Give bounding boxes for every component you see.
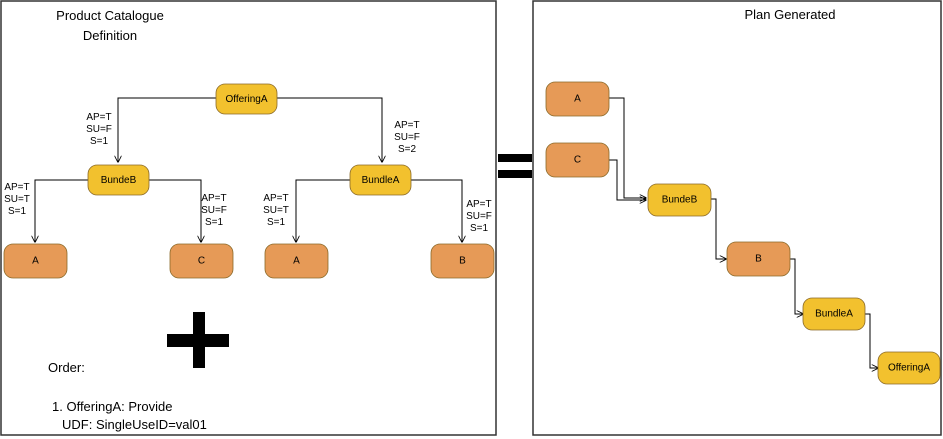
edge-label-line: S=1 (267, 217, 286, 228)
node-bundleA-label: BundleA (362, 175, 400, 186)
svg-text:AP=TSU=FS=1: AP=TSU=FS=1 (86, 112, 112, 147)
edge-label-line: SU=T (4, 194, 30, 205)
edge-label-line: AP=T (4, 182, 29, 193)
plus-icon (167, 312, 229, 368)
plan-edge-bundleA-offeringA (865, 313, 878, 368)
svg-text:AP=TSU=FS=1: AP=TSU=FS=1 (201, 193, 227, 228)
order-label: Order: (48, 360, 85, 375)
plan-node-offeringA-label: OfferingA (888, 363, 930, 374)
svg-text:AP=TSU=FS=1: AP=TSU=FS=1 (466, 199, 492, 234)
plan-node-a-label: A (574, 94, 581, 105)
edge-label-line: SU=T (263, 205, 289, 216)
node-a-left (3, 243, 68, 279)
plan-node-c-label: C (574, 155, 581, 166)
plan-node-b (726, 241, 791, 277)
edge-offeringA-bundleA (277, 97, 382, 162)
node-bundleA (349, 164, 412, 196)
right-title: Plan Generated (744, 7, 835, 22)
edge-label-line: S=2 (398, 144, 417, 155)
order-line2: UDF: SingleUseID=val01 (62, 417, 207, 432)
edge-bundeB-c (149, 179, 201, 242)
plan-edges (609, 97, 878, 368)
node-a-right-label: A (293, 256, 300, 267)
edge-label-line: AP=T (394, 120, 419, 131)
edge-label-line: SU=F (86, 124, 112, 135)
left-title-line2: Definition (83, 28, 137, 43)
svg-text:AP=TSU=TS=1: AP=TSU=TS=1 (263, 193, 289, 228)
node-a-left-label: A (32, 256, 39, 267)
node-bundeB-label: BundeB (101, 175, 137, 186)
edge-label-line: AP=T (201, 193, 226, 204)
plan-edge-a-bundeB (609, 97, 646, 198)
node-bundeB (87, 164, 150, 196)
edge-label-line: AP=T (263, 193, 288, 204)
svg-text:AP=TSU=FS=2: AP=TSU=FS=2 (394, 120, 420, 155)
node-c-label: C (198, 256, 205, 267)
edge-label-line: AP=T (86, 112, 111, 123)
edge-bundleA-b (411, 179, 462, 242)
edge-bundeB-a (35, 179, 88, 242)
plan-node-a (545, 81, 610, 117)
edge-label-line: S=1 (90, 136, 109, 147)
edge-label-line: SU=F (394, 132, 420, 143)
right-panel-border (532, 0, 942, 436)
plan-node-bundleA (802, 297, 866, 331)
plan-node-c (545, 142, 610, 178)
plan-node-bundleA-label: BundleA (815, 309, 853, 320)
node-offeringA-label: OfferingA (225, 94, 267, 105)
plan-node-b-label: B (755, 254, 762, 265)
edge-label-line: AP=T (466, 199, 491, 210)
node-c (169, 243, 234, 279)
left-panel-border (0, 0, 497, 436)
order-line1: 1. OfferingA: Provide (52, 399, 172, 414)
plan-edge-bundeB-b (711, 198, 726, 259)
node-offeringA (215, 83, 278, 115)
plan-node-bundeB-label: BundeB (662, 195, 698, 206)
edge-offeringA-bundeB (118, 97, 216, 162)
node-b (430, 243, 495, 279)
plan-node-offeringA (877, 351, 941, 385)
tree-nodes: OfferingA BundeB BundleA A C A B (3, 83, 495, 279)
edge-label-line: S=1 (470, 223, 489, 234)
edge-bundleA-a (296, 179, 350, 242)
svg-text:AP=TSU=TS=1: AP=TSU=TS=1 (4, 182, 30, 217)
left-title-line1: Product Catalogue (56, 8, 164, 23)
plan-nodes: A C BundeB B BundleA OfferingA (545, 81, 941, 385)
edge-label-line: SU=F (466, 211, 492, 222)
plan-edge-b-bundleA (790, 258, 803, 314)
edge-label-line: SU=F (201, 205, 227, 216)
plan-node-bundeB (647, 183, 712, 217)
node-b-label: B (459, 256, 466, 267)
tree-edges (35, 97, 462, 242)
edge-label-line: S=1 (205, 217, 224, 228)
equals-icon (498, 154, 532, 178)
edge-label-line: S=1 (8, 206, 27, 217)
plan-edge-c-bundeB (609, 159, 646, 200)
node-a-right (264, 243, 329, 279)
